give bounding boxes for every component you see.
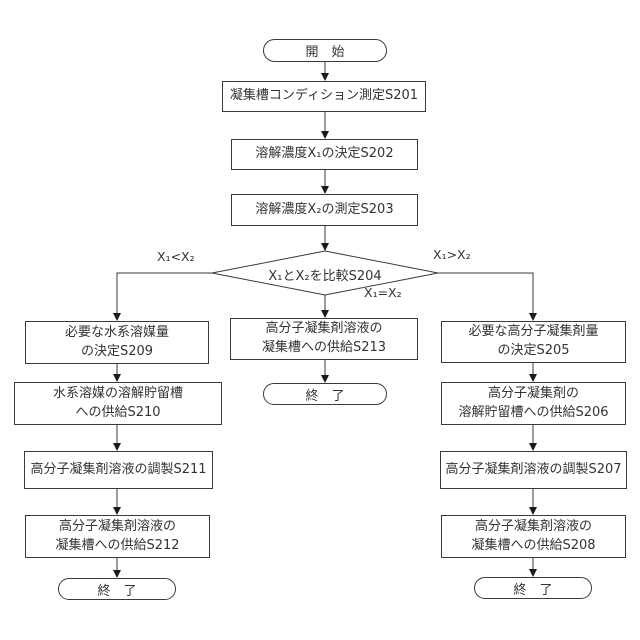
end-terminal-right: 終 了 [474, 577, 592, 599]
arrowhead [113, 507, 121, 515]
process-s211-label: 高分子凝集剤溶液の調製S211 [30, 461, 207, 477]
process-s213-line2: 凝集槽への供給S213 [261, 340, 387, 355]
process-s213: 高分子凝集剤溶液の 凝集槽への供給S213 [230, 318, 418, 360]
process-s202-label: 溶解濃度X₁の決定S202 [255, 146, 394, 162]
arrowhead [113, 443, 121, 451]
process-s213-line1: 高分子凝集剤溶液の [265, 321, 383, 337]
connector-s204-s209 [116, 272, 212, 314]
process-s202: 溶解濃度X₁の決定S202 [231, 139, 418, 170]
arrowhead [321, 186, 329, 194]
process-s206-line2: 溶解貯留槽への供給S206 [458, 404, 609, 420]
end-terminal-left: 終 了 [58, 578, 176, 600]
connector-s204-s205 [438, 272, 534, 314]
process-s209-line1: 必要な水系溶媒量 [64, 324, 169, 340]
arrowhead [529, 313, 537, 321]
arrowhead [529, 507, 537, 515]
process-s201: 凝集槽コンディション測定S201 [222, 81, 426, 112]
branch-label-right: X₁>X₂ [433, 247, 471, 262]
start-terminal: 開 始 [263, 39, 387, 62]
process-s203: 溶解濃度X₂の測定S203 [231, 194, 418, 226]
connectors [116, 62, 534, 571]
arrowhead [113, 374, 121, 382]
arrowhead [113, 313, 121, 321]
end-left-label: 終 了 [97, 583, 137, 599]
process-s208-line1: 高分子凝集剤溶液の [474, 518, 592, 534]
arrowhead [113, 570, 121, 578]
process-s205-line2: の決定S205 [497, 343, 570, 358]
end-terminal-middle: 終 了 [263, 383, 387, 405]
process-s212-line1: 高分子凝集剤溶液の [58, 518, 176, 534]
decision-s204-label: X₁とX₂を比較S204 [268, 269, 382, 284]
arrowhead [321, 131, 329, 139]
process-s209: 必要な水系溶媒量 の決定S209 [25, 321, 209, 364]
end-middle-label: 終 了 [305, 388, 345, 404]
process-s206-line1: 高分子凝集剤の [487, 385, 579, 401]
arrowhead [321, 73, 329, 81]
arrowheads [113, 73, 537, 578]
process-s212-line2: 凝集槽への供給S212 [55, 537, 180, 553]
process-s207-label: 高分子凝集剤溶液の調製S207 [445, 461, 622, 477]
start-label: 開 始 [305, 45, 345, 60]
arrowhead [321, 375, 329, 383]
branch-label-middle: X₁=X₂ [364, 285, 402, 300]
process-s210: 水系溶媒の溶解貯留槽 への供給S210 [14, 382, 222, 425]
end-right-label: 終 了 [513, 582, 553, 598]
process-s201-label: 凝集槽コンディション測定S201 [229, 88, 419, 104]
process-s210-line2: への供給S210 [75, 404, 161, 420]
process-s209-line2: の決定S209 [80, 343, 154, 359]
process-s208-line2: 凝集槽への供給S208 [471, 537, 596, 553]
process-s205: 必要な高分子凝集剤量 の決定S205 [441, 321, 626, 363]
arrowhead [321, 243, 329, 251]
process-s207: 高分子凝集剤溶液の調製S207 [440, 451, 627, 489]
decision-diamond-shape [211, 250, 439, 296]
process-s208: 高分子凝集剤溶液の 凝集槽への供給S208 [441, 515, 626, 558]
process-s210-line1: 水系溶媒の溶解貯留槽 [52, 385, 183, 401]
branch-label-left: X₁<X₂ [157, 249, 195, 264]
arrowhead [321, 310, 329, 318]
process-s206: 高分子凝集剤の 溶解貯留槽への供給S206 [441, 382, 626, 425]
arrowhead [529, 374, 537, 382]
process-s203-label: 溶解濃度X₂の測定S203 [255, 201, 394, 217]
arrowhead [529, 443, 537, 451]
process-s211: 高分子凝集剤溶液の調製S211 [24, 451, 213, 489]
arrowhead [529, 569, 537, 577]
process-s205-line1: 必要な高分子凝集剤量 [468, 324, 599, 340]
process-s212: 高分子凝集剤溶液の 凝集槽への供給S212 [25, 515, 210, 558]
